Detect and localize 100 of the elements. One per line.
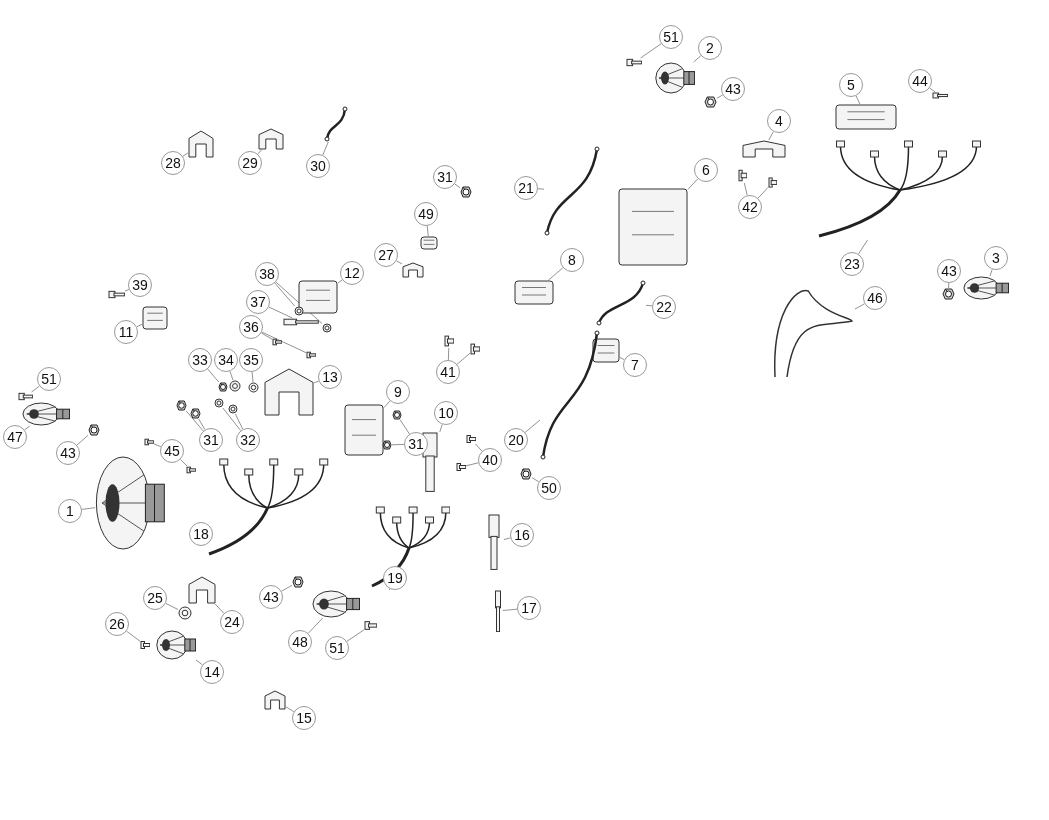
- leader-line: [207, 368, 220, 383]
- callout-number: 19: [383, 566, 407, 590]
- battery-drawing: [618, 188, 688, 266]
- leader-line: [619, 357, 625, 361]
- callout-number: 37: [246, 290, 270, 314]
- leader-line: [274, 282, 296, 307]
- callout-number: 3: [984, 246, 1008, 270]
- pin-drawing: [932, 92, 948, 99]
- leader-line: [396, 260, 403, 265]
- headlight-drawing: [95, 456, 165, 550]
- leader-line: [548, 267, 564, 281]
- callout-number: 43: [721, 77, 745, 101]
- bolt-drawing: [470, 342, 480, 356]
- callout-number: 36: [239, 315, 263, 339]
- callout-number: 51: [325, 636, 349, 660]
- washer-drawing: [214, 398, 224, 408]
- cable-tie-drawing: [324, 106, 348, 142]
- pin-drawing: [306, 351, 316, 359]
- callout-number: 1: [58, 499, 82, 523]
- leader-line: [383, 400, 391, 409]
- bolt-drawing: [456, 462, 466, 472]
- bolt-drawing: [364, 620, 377, 631]
- callout-number: 28: [161, 151, 185, 175]
- grommet-drawing: [247, 382, 260, 393]
- leader-line: [261, 331, 307, 354]
- leader-line: [214, 603, 225, 614]
- leader-line: [854, 303, 865, 310]
- callout-number: 15: [292, 706, 316, 730]
- callout-number: 43: [56, 441, 80, 465]
- callout-number: 20: [504, 428, 528, 452]
- clip-drawing: [188, 130, 214, 158]
- pin-drawing: [272, 338, 282, 346]
- callout-number: 13: [318, 365, 342, 389]
- nut-drawing: [392, 410, 402, 420]
- leader-line: [640, 43, 662, 59]
- callout-number: 21: [514, 176, 538, 200]
- leader-line: [185, 410, 204, 432]
- bolt-drawing: [444, 334, 454, 348]
- callout-number: 2: [698, 36, 722, 60]
- callout-number: 6: [694, 158, 718, 182]
- leader-line: [337, 279, 343, 284]
- leader-line: [313, 380, 320, 384]
- turn-signal-drawing: [22, 402, 70, 426]
- leader-line: [229, 370, 234, 381]
- rod-drawing: [283, 318, 319, 326]
- callout-number: 39: [128, 273, 152, 297]
- cable-drawing: [544, 146, 600, 236]
- leader-line: [268, 306, 293, 319]
- nut-drawing: [520, 468, 532, 480]
- leader-line: [285, 706, 295, 713]
- leader-line: [929, 87, 936, 93]
- bolt-drawing: [18, 392, 33, 401]
- callout-number: 47: [3, 425, 27, 449]
- callout-number: 23: [840, 252, 864, 276]
- callout-number: 29: [238, 151, 262, 175]
- leader-line: [537, 188, 545, 190]
- leader-line: [531, 477, 540, 483]
- leader-line: [346, 629, 365, 642]
- callout-number: 24: [220, 610, 244, 634]
- leader-line: [757, 187, 769, 199]
- bracket-drawing: [188, 576, 216, 604]
- control-unit-drawing: [344, 404, 384, 456]
- relay-drawing: [514, 280, 554, 305]
- leader-line: [235, 413, 244, 430]
- bushing-drawing: [228, 380, 242, 392]
- callout-number: 12: [340, 261, 364, 285]
- bushing-drawing: [322, 323, 332, 333]
- leader-line: [454, 183, 461, 189]
- screw-drawing: [108, 290, 125, 299]
- leader-line: [198, 418, 206, 431]
- callout-number: 25: [143, 586, 167, 610]
- callout-number: 31: [404, 432, 428, 456]
- clip-drawing: [402, 262, 424, 278]
- module-drawing: [142, 306, 168, 330]
- callout-number: 42: [738, 195, 762, 219]
- leader-line: [858, 239, 868, 255]
- callout-number: 31: [433, 165, 457, 189]
- callout-number: 34: [214, 348, 238, 372]
- callout-number: 33: [188, 348, 212, 372]
- nut-drawing: [942, 288, 955, 300]
- leader-line: [261, 332, 273, 340]
- connector-drawing: [835, 104, 897, 130]
- leader-line: [195, 659, 203, 666]
- callout-number: 32: [236, 428, 260, 452]
- leader-line: [716, 94, 723, 99]
- callout-number: 43: [937, 259, 961, 283]
- spacer-drawing: [178, 606, 192, 620]
- bushing-drawing: [294, 306, 304, 316]
- bolt-drawing: [466, 434, 476, 444]
- nut-drawing: [190, 408, 201, 419]
- callout-number: 46: [863, 286, 887, 310]
- washer-drawing: [228, 404, 238, 414]
- screw-drawing: [140, 640, 150, 650]
- bracket-drawing: [742, 140, 786, 158]
- leader-line: [251, 371, 254, 383]
- leader-line: [180, 459, 188, 467]
- callout-number: 51: [659, 25, 683, 49]
- leader-line: [503, 537, 511, 540]
- leader-line: [989, 269, 993, 277]
- nut-drawing: [704, 96, 717, 108]
